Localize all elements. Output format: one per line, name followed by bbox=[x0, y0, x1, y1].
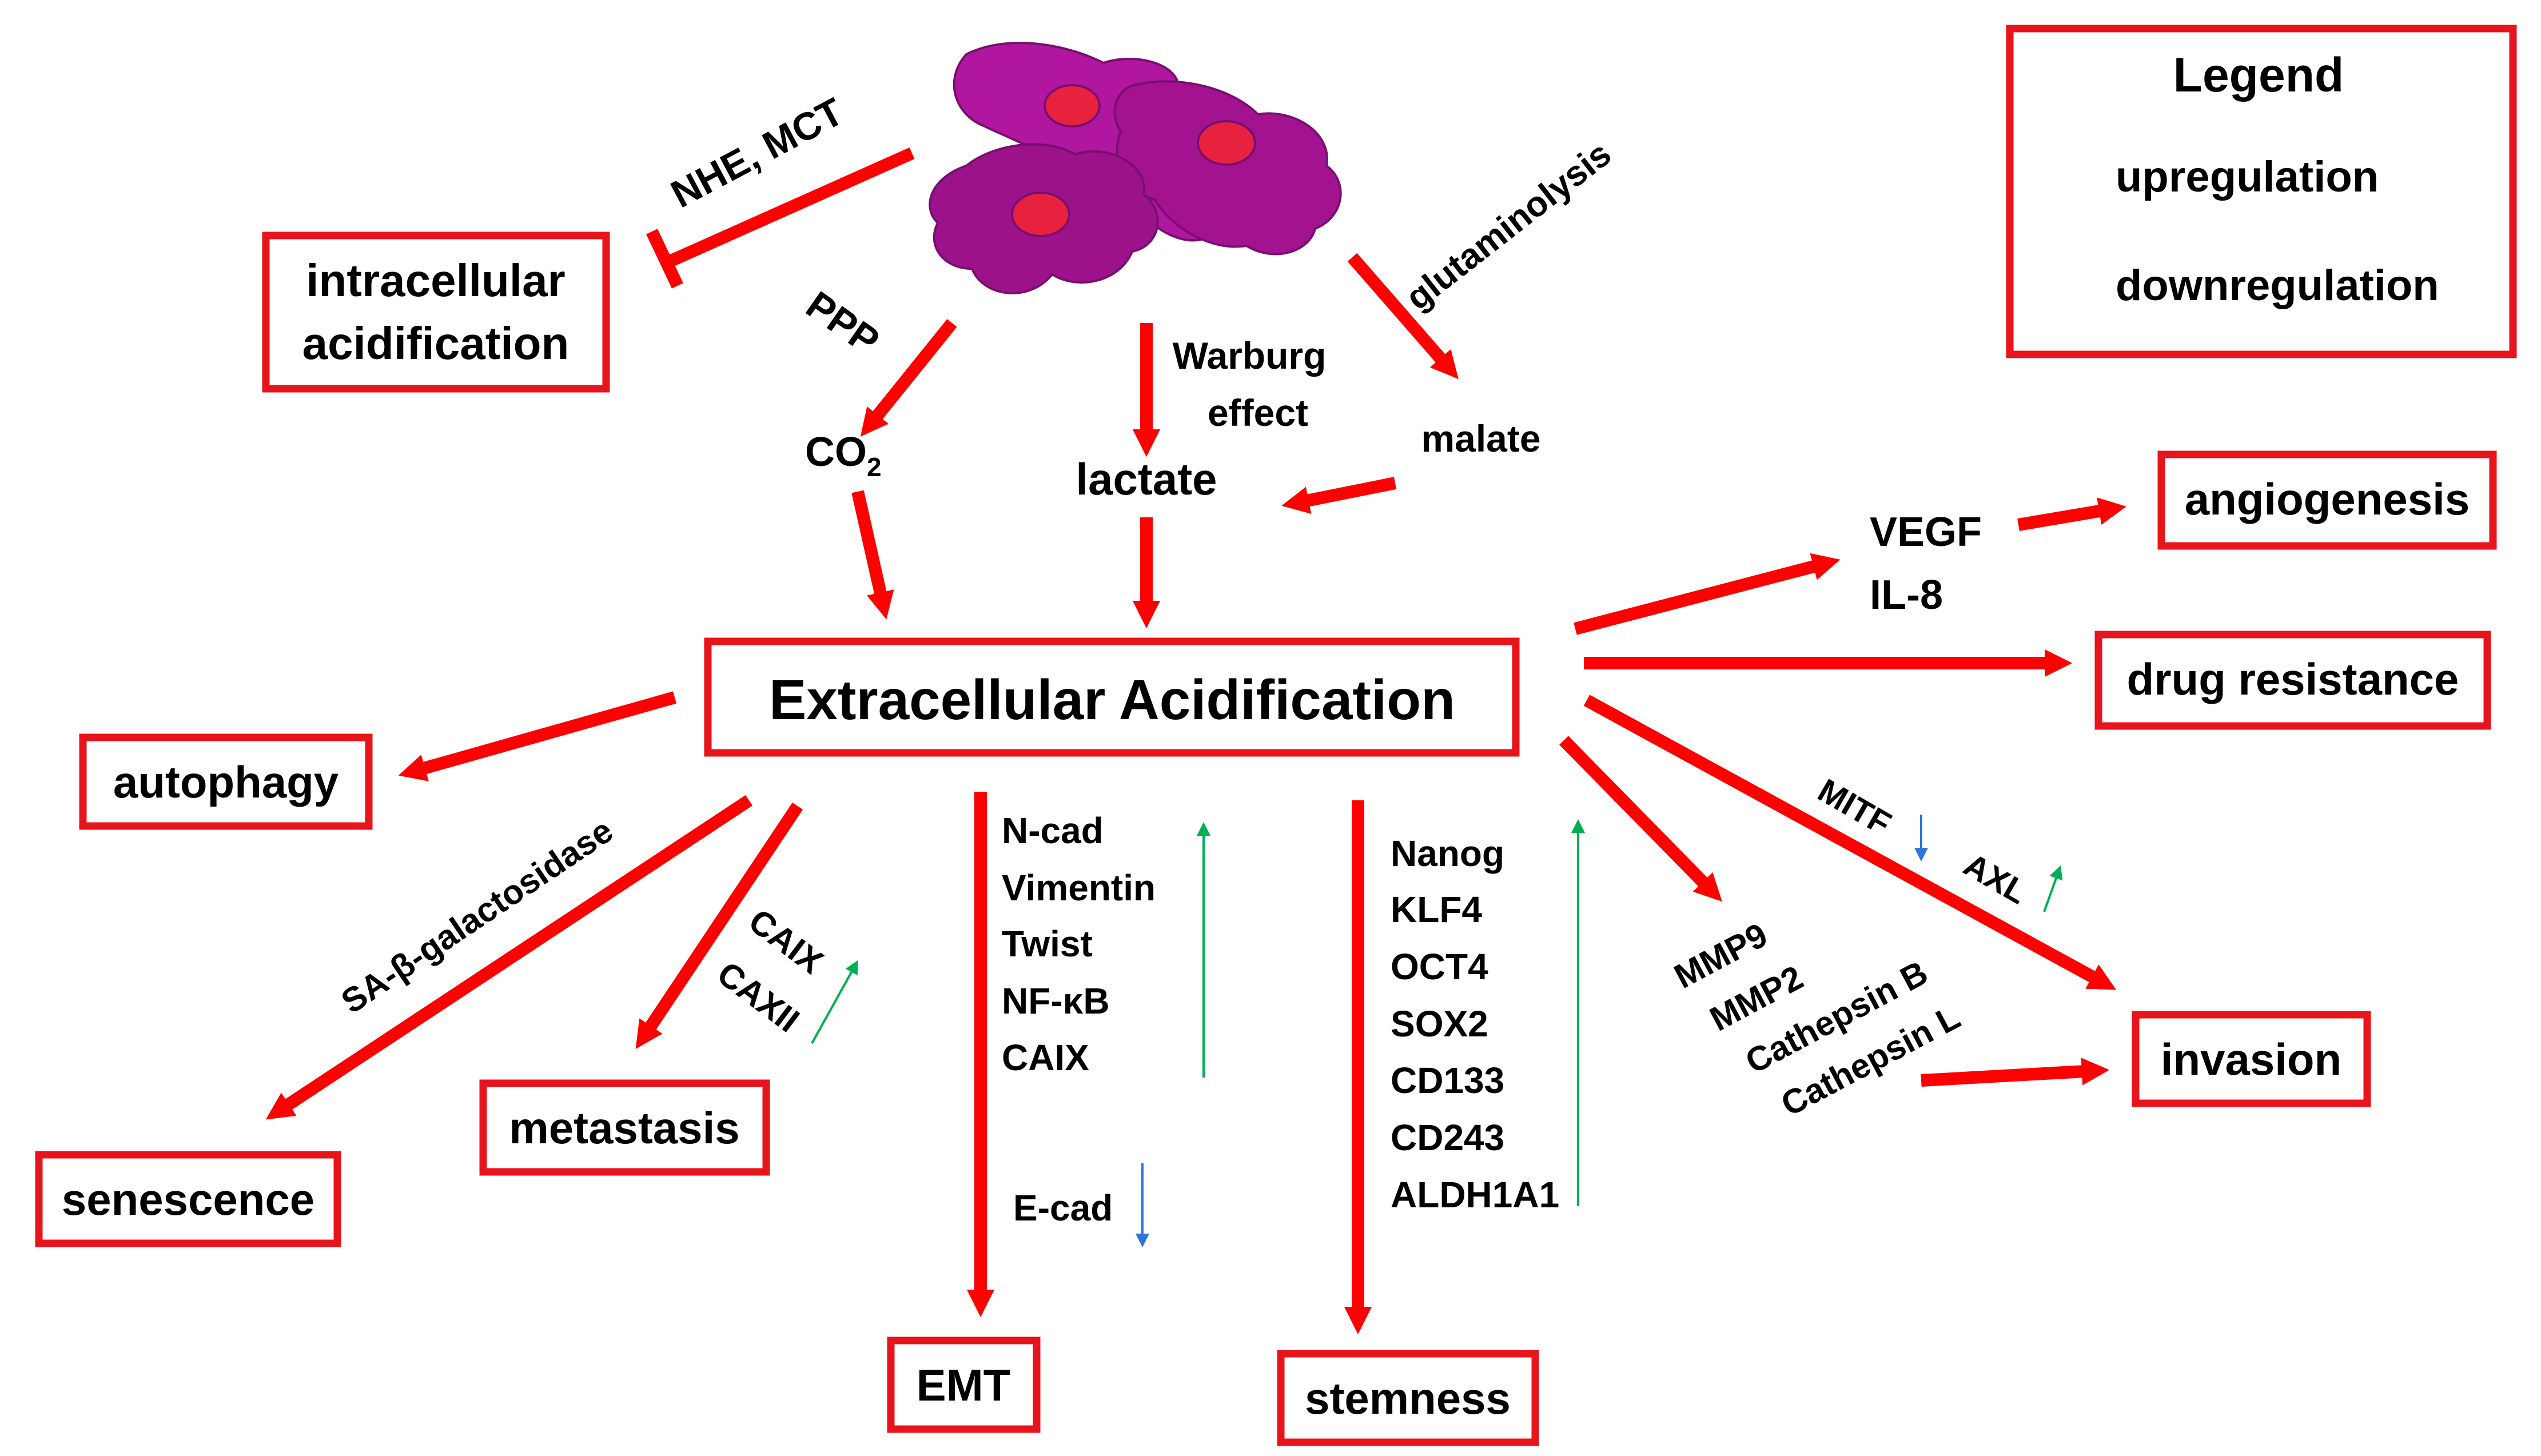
ppp-label: PPP bbox=[798, 283, 887, 363]
stemness-marker: KLF4 bbox=[1391, 889, 1482, 930]
stemness-marker: SOX2 bbox=[1391, 1003, 1488, 1044]
malate-to-lactate-arrow bbox=[1281, 477, 1397, 514]
cancer-cells-icon bbox=[929, 42, 1342, 294]
warburg-label-line2: effect bbox=[1208, 392, 1308, 434]
caix-up-arrow bbox=[811, 960, 858, 1044]
glutaminolysis-label: glutaminolysis bbox=[1399, 134, 1619, 318]
warburg-label-line1: Warburg bbox=[1173, 334, 1327, 377]
stemness-box bbox=[1277, 1350, 1539, 1446]
cell-nucleus-1 bbox=[1044, 84, 1101, 127]
protease-list: MMP9 MMP2 Cathepsin B Cathepsin L bbox=[1668, 915, 1966, 1123]
stemness-marker: ALDH1A1 bbox=[1391, 1174, 1559, 1215]
co2-to-ea-arrow bbox=[851, 490, 894, 620]
il8-label: IL-8 bbox=[1870, 572, 1943, 618]
drug-resistance-label: drug resistance bbox=[2127, 654, 2459, 704]
emt-marker: Vimentin bbox=[1002, 867, 1156, 908]
emt-marker: N-cad bbox=[1002, 810, 1104, 851]
lactate-label: lactate bbox=[1076, 454, 1217, 504]
stemness-marker: CD133 bbox=[1391, 1060, 1504, 1101]
ea-to-metastasis-arrow bbox=[635, 802, 803, 1050]
senescence-box bbox=[35, 1151, 341, 1247]
ppp-arrow bbox=[860, 319, 957, 437]
emt-down-marker: E-cad bbox=[1013, 1187, 1113, 1228]
intracellular-label-line2: acidification bbox=[302, 318, 569, 369]
ea-to-vegf-arrow bbox=[1574, 553, 1841, 635]
ea-to-senescence-arrow bbox=[265, 795, 753, 1120]
autophagy-label: autophagy bbox=[113, 757, 338, 807]
emt-marker: Twist bbox=[1002, 923, 1093, 964]
emt-marker: CAIX bbox=[1002, 1037, 1089, 1078]
metastasis-box bbox=[479, 1079, 770, 1176]
cell-nucleus-2 bbox=[1197, 120, 1256, 166]
invasion-label: invasion bbox=[2161, 1034, 2341, 1084]
cell-nucleus-3 bbox=[1011, 192, 1070, 237]
axl-label: AXL bbox=[1958, 846, 2034, 911]
angiogenesis-label: angiogenesis bbox=[2185, 474, 2470, 524]
emt-label: EMT bbox=[917, 1360, 1011, 1410]
emt-box bbox=[887, 1337, 1041, 1433]
stemness-marker: CD243 bbox=[1391, 1117, 1504, 1158]
legend-title: Legend bbox=[2173, 48, 2344, 102]
emt-marker: NF-κB bbox=[1002, 980, 1110, 1022]
center-label: Extracellular Acidification bbox=[769, 668, 1455, 731]
axl-up-arrow bbox=[2043, 865, 2063, 912]
glutaminolysis-arrow bbox=[1347, 253, 1459, 380]
ea-to-invasion-arrow bbox=[1583, 695, 2117, 990]
stemness-marker: OCT4 bbox=[1391, 946, 1488, 987]
vegf-to-angiogenesis-arrow bbox=[2017, 497, 2126, 531]
autophagy-box bbox=[79, 733, 373, 830]
emt-marker-list: N-cad Vimentin Twist NF-κB CAIX E-cad bbox=[1002, 810, 1156, 1228]
co2-label: CO2 bbox=[805, 429, 882, 482]
senescence-label: senescence bbox=[62, 1174, 314, 1224]
invasion-box bbox=[2132, 1011, 2371, 1107]
stemness-marker-list: Nanog KLF4 OCT4 SOX2 CD133 CD243 ALDH1A1 bbox=[1391, 833, 1559, 1215]
co2-subscript: 2 bbox=[867, 452, 882, 482]
legend-box bbox=[2006, 25, 2517, 358]
stemness-marker: Nanog bbox=[1391, 833, 1504, 874]
arrows bbox=[265, 147, 2126, 1335]
angiogenesis-box bbox=[2157, 450, 2497, 550]
co2-text: CO bbox=[805, 429, 867, 475]
caix-metastasis-label: CAIX bbox=[742, 901, 830, 982]
nhe-mct-inhibition-line bbox=[663, 147, 915, 269]
ea-to-autophagy-arrow bbox=[398, 691, 676, 781]
outcome-boxes bbox=[35, 25, 2517, 1446]
proteases-to-invasion-arrow bbox=[1921, 1058, 2110, 1087]
nhe-mct-inhibition-bar bbox=[646, 229, 683, 289]
vegf-label: VEGF bbox=[1870, 509, 1982, 555]
intracellular-label-line1: intracellular bbox=[306, 255, 565, 306]
metastasis-label: metastasis bbox=[509, 1103, 739, 1153]
legend-up-label: upregulation bbox=[2116, 153, 2379, 201]
stemness-label: stemness bbox=[1305, 1373, 1511, 1423]
intracellular-box bbox=[262, 232, 610, 393]
legend-down-label: downregulation bbox=[2116, 261, 2439, 310]
ea-to-mmp-arrow bbox=[1559, 736, 1722, 902]
malate-label: malate bbox=[1421, 417, 1540, 460]
center-box bbox=[704, 637, 1520, 757]
drug-resistance-box bbox=[2094, 631, 2491, 730]
